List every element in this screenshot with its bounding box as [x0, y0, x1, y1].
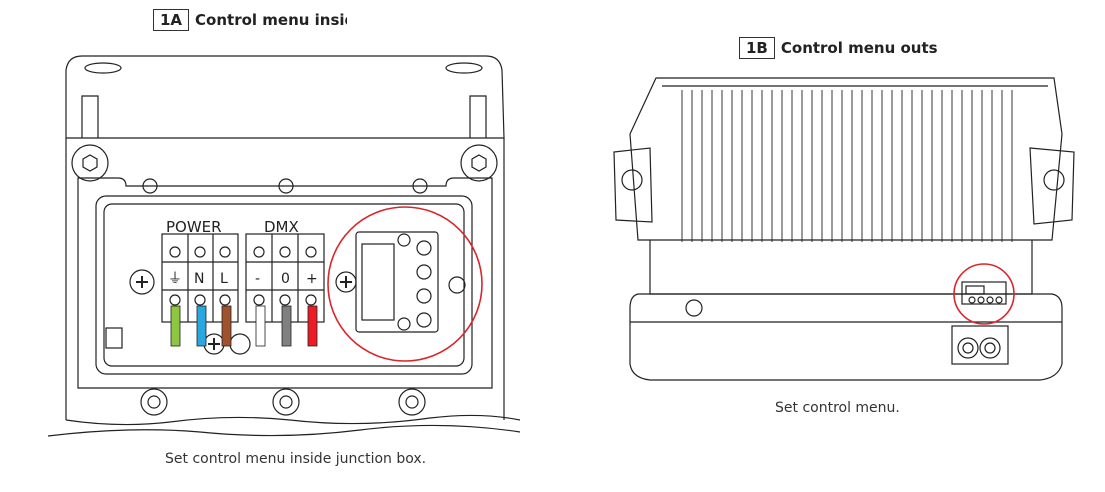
wire-live	[221, 305, 232, 347]
terminal-plus-label: +	[306, 271, 318, 287]
figure-b-number: 1B	[739, 37, 775, 59]
wire-earth	[170, 305, 181, 347]
terminal-l-label: L	[220, 271, 228, 287]
fixture-drawing	[613, 77, 1075, 381]
figure-b-title: Control menu outside	[780, 39, 937, 57]
terminal-minus-label: -	[255, 271, 260, 287]
terminal-zero-label: 0	[281, 271, 290, 287]
dmx-label: DMX	[264, 218, 299, 236]
wire-dmx-minus	[255, 305, 266, 347]
figure-a-caption: Set control menu inside junction box.	[165, 451, 427, 467]
terminal-earth-label: ⏚	[168, 271, 182, 287]
control-menu-highlight-b	[953, 263, 1015, 325]
terminal-n-label: N	[194, 271, 204, 287]
control-menu-highlight-a	[327, 206, 483, 362]
power-label: POWER	[166, 218, 222, 236]
figure-a-number: 1A	[153, 9, 190, 31]
figure-a-header: 1A Control menu inside	[153, 9, 347, 31]
wire-dmx-zero	[281, 305, 292, 347]
wire-neutral	[196, 305, 207, 347]
figure-b-caption: Set control menu.	[775, 400, 900, 416]
heatsink-fins	[681, 90, 1013, 242]
wire-dmx-plus	[307, 305, 318, 347]
wire-group	[170, 305, 318, 347]
figure-a-title: Control menu inside	[195, 11, 347, 29]
figure-b-header: 1B Control menu outside	[739, 37, 937, 59]
junction-box-drawing: POWER DMX ⏚ N L - 0 +	[47, 55, 521, 437]
